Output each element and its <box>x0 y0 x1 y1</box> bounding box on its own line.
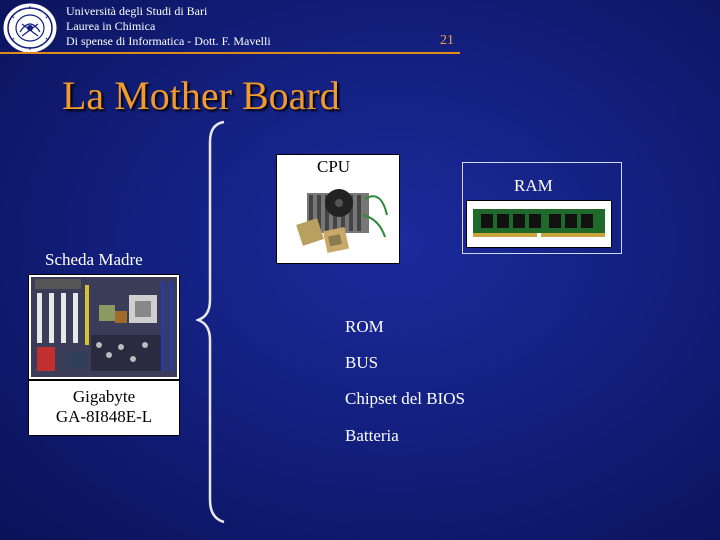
motherboard-image-box <box>28 274 180 380</box>
component-bus: BUS <box>345 353 379 372</box>
motherboard-model-line1: Gigabyte <box>72 387 136 406</box>
component-battery: Batteria <box>345 426 399 445</box>
cpu-box: CPU <box>276 154 400 264</box>
ram-module-image <box>473 209 605 237</box>
motherboard-image <box>31 277 177 377</box>
motherboard-model-box: Gigabyte GA-8I848E-L <box>28 380 180 436</box>
cpu-fan-image <box>296 189 388 254</box>
curly-brace-icon <box>196 120 225 524</box>
header-course: Laurea in Chimica <box>66 19 156 33</box>
university-seal-icon <box>3 3 57 53</box>
motherboard-model-line2: GA-8I848E-L <box>55 407 153 426</box>
header-university: Università degli Studi di Bari <box>66 4 208 18</box>
motherboard-label: Scheda Madre <box>45 250 143 269</box>
ram-frame <box>462 162 622 254</box>
component-chipset: Chipset del BIOS <box>345 389 465 408</box>
header-rule <box>0 52 460 54</box>
cpu-label: CPU <box>317 157 351 176</box>
header-notes: Di spense di Informatica - Dott. F. Mave… <box>66 34 271 48</box>
component-rom: ROM <box>345 317 384 336</box>
page-number: 21 <box>440 33 454 48</box>
slide-title: La Mother Board <box>62 73 340 118</box>
ram-image-box <box>466 200 612 248</box>
ram-label: RAM <box>514 176 553 195</box>
